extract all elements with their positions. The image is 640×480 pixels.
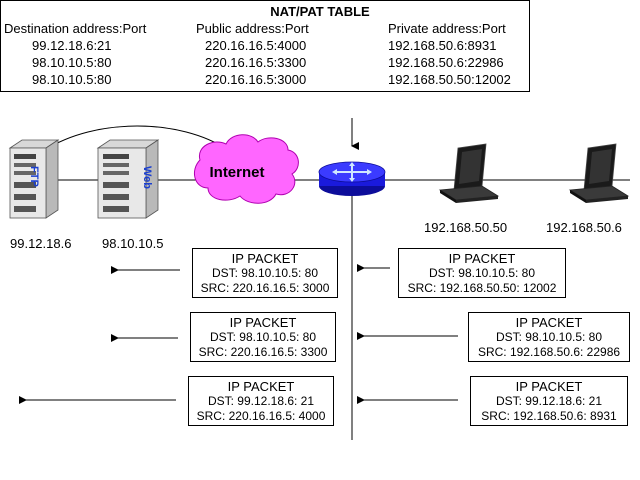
packet-public-3: IP PACKET DST: 99.12.18.6: 21 SRC: 220.1… bbox=[188, 376, 334, 426]
packet-private-1: IP PACKET DST: 98.10.10.5: 80 SRC: 192.1… bbox=[398, 248, 566, 298]
packet-src: SRC: 220.16.16.5: 4000 bbox=[196, 409, 326, 423]
ftp-internet-link bbox=[44, 125, 229, 151]
nat-header-public: Public address:Port bbox=[196, 21, 309, 36]
packet-src: SRC: 220.16.16.5: 3300 bbox=[198, 345, 328, 359]
packet-title: IP PACKET bbox=[515, 315, 583, 330]
packet-title: IP PACKET bbox=[515, 379, 583, 394]
ftp-server-label: FTP bbox=[28, 166, 40, 187]
nat-row-1-public: 220.16.16.5:4000 bbox=[205, 38, 307, 53]
nat-row-2-destination: 98.10.10.5:80 bbox=[32, 55, 112, 70]
nat-header-private: Private address:Port bbox=[388, 21, 506, 36]
packet-src: SRC: 220.16.16.5: 3000 bbox=[200, 281, 330, 295]
packet-src: SRC: 192.168.50.50: 12002 bbox=[407, 281, 557, 295]
packet-public-2: IP PACKET DST: 98.10.10.5: 80 SRC: 220.1… bbox=[190, 312, 336, 362]
laptop-2-ip: 192.168.50.6 bbox=[546, 220, 622, 235]
packet-private-3: IP PACKET DST: 99.12.18.6: 21 SRC: 192.1… bbox=[470, 376, 628, 426]
laptop-2-icon bbox=[568, 143, 630, 203]
web-server-ip: 98.10.10.5 bbox=[102, 236, 164, 251]
packet-dst: DST: 99.12.18.6: 21 bbox=[207, 394, 315, 408]
packet-src: SRC: 192.168.50.6: 22986 bbox=[477, 345, 621, 359]
nat-row-3-private: 192.168.50.50:12002 bbox=[388, 72, 511, 87]
router-icon bbox=[318, 161, 386, 196]
packet-title: IP PACKET bbox=[229, 315, 297, 330]
nat-row-1-private: 192.168.50.6:8931 bbox=[388, 38, 497, 53]
nat-row-2-public: 220.16.16.5:3300 bbox=[205, 55, 307, 70]
packet-public-1: IP PACKET DST: 98.10.10.5: 80 SRC: 220.1… bbox=[192, 248, 338, 298]
web-server-label: Web bbox=[141, 166, 153, 190]
nat-pat-table: NAT/PAT TABLE Destination address:Port P… bbox=[0, 0, 530, 92]
packet-dst: DST: 98.10.10.5: 80 bbox=[428, 266, 536, 280]
packet-private-2: IP PACKET DST: 98.10.10.5: 80 SRC: 192.1… bbox=[468, 312, 630, 362]
packet-dst: DST: 98.10.10.5: 80 bbox=[495, 330, 603, 344]
packet-dst: DST: 99.12.18.6: 21 bbox=[495, 394, 603, 408]
laptop-1-ip: 192.168.50.50 bbox=[424, 220, 508, 235]
nat-row-3-public: 220.16.16.5:3000 bbox=[205, 72, 307, 87]
packet-title: IP PACKET bbox=[231, 251, 299, 266]
web-server-icon bbox=[96, 139, 160, 219]
packet-src: SRC: 192.168.50.6: 8931 bbox=[481, 409, 617, 423]
laptop-1-icon bbox=[438, 143, 500, 203]
nat-row-3-destination: 98.10.10.5:80 bbox=[32, 72, 112, 87]
packet-dst: DST: 98.10.10.5: 80 bbox=[209, 330, 317, 344]
nat-table-title: NAT/PAT TABLE bbox=[270, 4, 370, 19]
nat-row-1-destination: 99.12.18.6:21 bbox=[32, 38, 112, 53]
packet-dst: DST: 98.10.10.5: 80 bbox=[211, 266, 319, 280]
ftp-server-ip: 99.12.18.6 bbox=[10, 236, 72, 251]
ftp-server-icon bbox=[8, 139, 60, 219]
internet-label: Internet bbox=[209, 164, 265, 181]
nat-row-2-private: 192.168.50.6:22986 bbox=[388, 55, 504, 70]
packet-title: IP PACKET bbox=[227, 379, 295, 394]
packet-title: IP PACKET bbox=[448, 251, 516, 266]
internet-cloud-icon bbox=[193, 134, 299, 204]
nat-header-destination: Destination address:Port bbox=[4, 21, 147, 36]
